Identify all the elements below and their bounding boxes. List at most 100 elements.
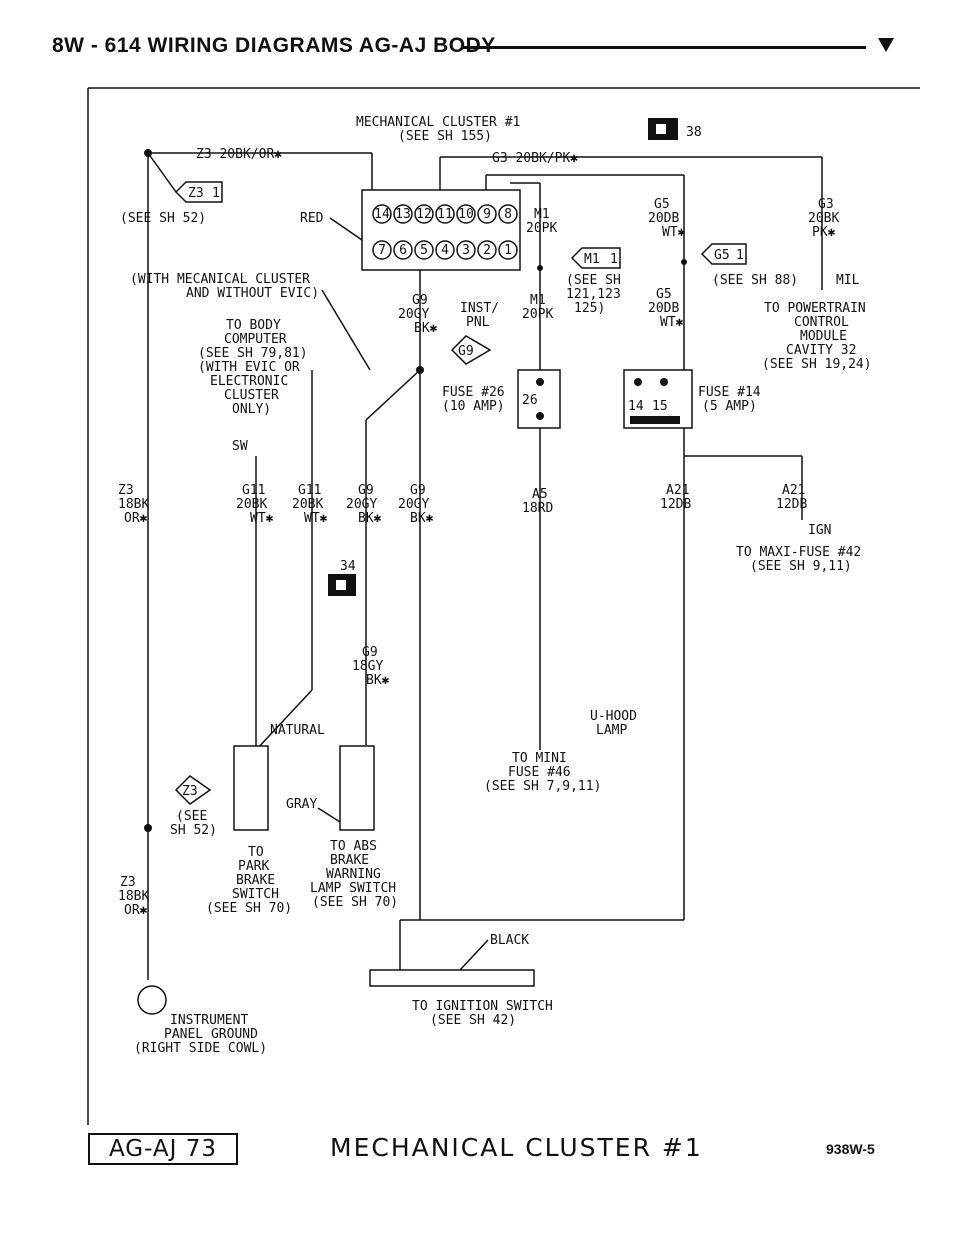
svg-text:MODULE: MODULE: [800, 329, 847, 344]
pin-number: 5: [420, 243, 428, 258]
footer-code: 938W-5: [826, 1141, 875, 1157]
wire-label-z3-top: Z3 20BK/OR✱: [196, 147, 282, 162]
svg-text:SH 52): SH 52): [170, 823, 217, 838]
svg-text:M1: M1: [530, 293, 546, 308]
pin-circle: [414, 240, 434, 260]
svg-text:A21: A21: [666, 483, 689, 498]
svg-text:14: 14: [628, 399, 644, 414]
g9-connector-tag: [450, 335, 492, 365]
svg-text:18GY: 18GY: [352, 659, 383, 674]
pin-number: 12: [416, 207, 432, 222]
svg-text:(WITH EVIC OR: (WITH EVIC OR: [198, 360, 300, 375]
svg-text:BRAKE: BRAKE: [330, 853, 369, 868]
svg-text:PK✱: PK✱: [812, 225, 836, 240]
svg-text:BK✱: BK✱: [366, 673, 390, 688]
svg-text:PNL: PNL: [466, 315, 490, 330]
svg-text:12DB: 12DB: [776, 497, 807, 512]
svg-text:BK✱: BK✱: [358, 511, 382, 526]
svg-text:18RD: 18RD: [522, 501, 553, 516]
g5-connector-tag: [700, 243, 747, 265]
svg-text:20GY: 20GY: [398, 307, 429, 322]
svg-text:G5: G5: [714, 248, 730, 263]
pin-circle: [393, 240, 413, 260]
pin-number: 14: [374, 207, 390, 222]
park-brake-switch: [233, 745, 269, 831]
svg-text:WT✱: WT✱: [662, 225, 686, 240]
red-label: RED: [300, 211, 324, 226]
svg-text:NATURAL: NATURAL: [270, 723, 325, 738]
svg-text:Z3: Z3: [182, 784, 198, 799]
svg-text:TO: TO: [248, 845, 264, 860]
svg-text:125): 125): [574, 301, 605, 316]
svg-text:BRAKE: BRAKE: [236, 873, 275, 888]
svg-text:WARNING: WARNING: [326, 867, 381, 882]
svg-text:CONTROL: CONTROL: [794, 315, 849, 330]
svg-text:(SEE SH 7,9,11): (SEE SH 7,9,11): [484, 779, 601, 794]
svg-text:MIL: MIL: [836, 273, 860, 288]
z3-connector-tag-lower: [174, 775, 212, 805]
see-sh52: (SEE SH 52): [120, 211, 206, 226]
svg-text:WT✱: WT✱: [250, 511, 274, 526]
pin-number: 8: [504, 207, 512, 222]
pin-number: 9: [483, 207, 491, 222]
svg-text:FUSE #26: FUSE #26: [442, 385, 505, 400]
svg-text:G3: G3: [818, 197, 834, 212]
svg-text:BK✱: BK✱: [414, 321, 438, 336]
svg-text:20GY: 20GY: [398, 497, 429, 512]
pin-number: 7: [378, 243, 386, 258]
svg-text:20DB: 20DB: [648, 211, 679, 226]
svg-text:20GY: 20GY: [346, 497, 377, 512]
svg-text:G11: G11: [298, 483, 321, 498]
svg-text:M1: M1: [584, 252, 600, 267]
svg-text:(5 AMP): (5 AMP): [702, 399, 757, 414]
pin-circle: [456, 240, 476, 260]
svg-text:INSTRUMENT: INSTRUMENT: [170, 1013, 248, 1028]
svg-text:(SEE SH 19,24): (SEE SH 19,24): [762, 357, 872, 372]
svg-text:20BK: 20BK: [292, 497, 323, 512]
svg-text:FUSE #14: FUSE #14: [698, 385, 761, 400]
pin-circle: [498, 240, 518, 260]
svg-text:LAMP SWITCH: LAMP SWITCH: [310, 881, 396, 896]
pin-number: 4: [441, 243, 449, 258]
svg-text:1: 1: [212, 186, 220, 201]
svg-text:M1: M1: [534, 207, 550, 222]
svg-text:(10 AMP): (10 AMP): [442, 399, 505, 414]
svg-text:LAMP: LAMP: [596, 723, 627, 738]
svg-text:(SEE SH 9,11): (SEE SH 9,11): [750, 559, 852, 574]
svg-text:ELECTRONIC: ELECTRONIC: [210, 374, 288, 389]
svg-text:G11: G11: [242, 483, 265, 498]
pin-circle: [372, 204, 392, 224]
pin-circle: [435, 204, 455, 224]
svg-text:G5: G5: [654, 197, 670, 212]
ignition-switch-connector: [369, 969, 535, 987]
svg-text:ONLY): ONLY): [232, 402, 271, 417]
svg-text:15: 15: [652, 399, 668, 414]
cluster-see: (SEE SH 155): [398, 129, 492, 144]
ground-icon: [137, 985, 167, 1015]
svg-text:COMPUTER: COMPUTER: [224, 332, 287, 347]
svg-text:BK✱: BK✱: [410, 511, 434, 526]
pin-circle: [435, 240, 455, 260]
svg-text:GRAY: GRAY: [286, 797, 317, 812]
pin-circle: [477, 240, 497, 260]
pin-circle: [393, 204, 413, 224]
footer-title: MECHANICAL CLUSTER #1: [330, 1133, 703, 1162]
svg-text:G9: G9: [458, 344, 474, 359]
svg-text:12DB: 12DB: [660, 497, 691, 512]
header-triangle-icon: [878, 38, 894, 52]
svg-text:WT✱: WT✱: [660, 315, 684, 330]
abs-lamp-switch: [339, 745, 375, 831]
wire-label-g3-top: G3 20BK/PK✱: [492, 151, 578, 166]
svg-text:WT✱: WT✱: [304, 511, 328, 526]
svg-text:TO BODY: TO BODY: [226, 318, 281, 333]
svg-text:(SEE SH 70): (SEE SH 70): [312, 895, 398, 910]
svg-text:CAVITY 32: CAVITY 32: [786, 343, 856, 358]
svg-text:TO POWERTRAIN: TO POWERTRAIN: [764, 301, 866, 316]
svg-text:20BK: 20BK: [808, 211, 839, 226]
section-label: AG-AJ 73: [88, 1133, 238, 1165]
pin-circle: [477, 204, 497, 224]
svg-text:(SEE SH 88): (SEE SH 88): [712, 273, 798, 288]
